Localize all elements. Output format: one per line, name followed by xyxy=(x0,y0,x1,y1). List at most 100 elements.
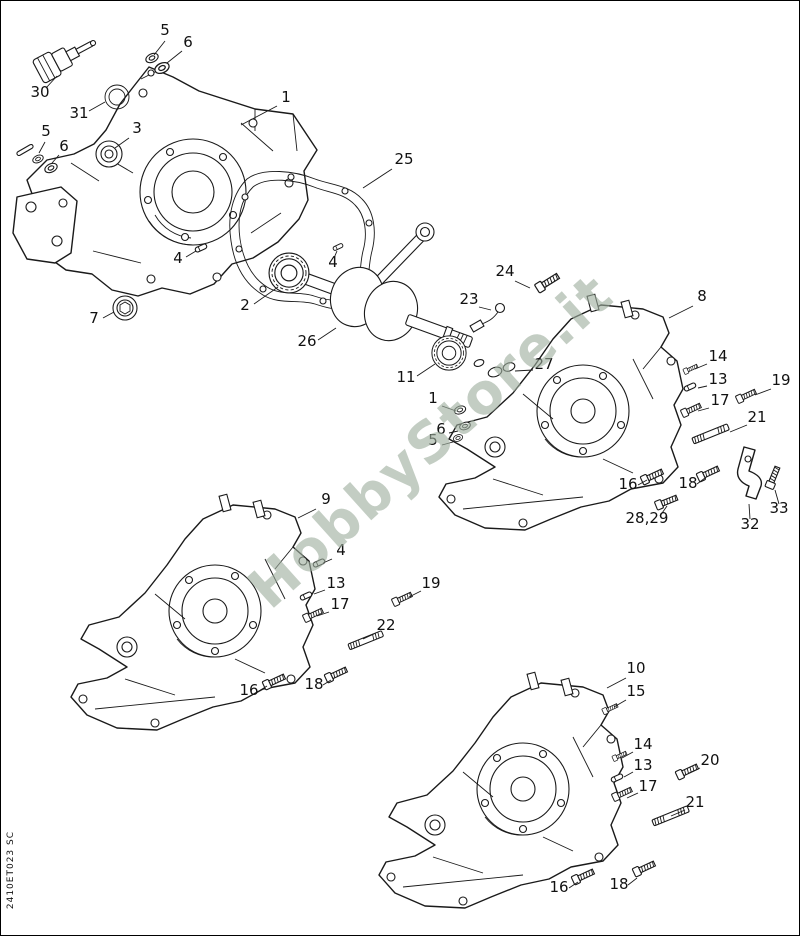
part-callout-28,29: 28,29 xyxy=(626,509,669,527)
callout-leader-24 xyxy=(514,280,531,289)
callout-leader-5 xyxy=(153,40,166,56)
screw-part-16 xyxy=(570,866,596,886)
callout-leader-33 xyxy=(774,489,780,505)
washer-part-1-group xyxy=(452,403,468,417)
crankshaft-part-26 xyxy=(300,222,473,348)
part-callout-14: 14 xyxy=(708,347,727,365)
part-callout-4: 4 xyxy=(173,249,183,267)
pin-part-13 xyxy=(682,381,698,393)
screw-part-24 xyxy=(533,271,562,294)
callout-leader-26 xyxy=(317,327,337,341)
part-callout-6: 6 xyxy=(59,137,69,155)
part-callout-9: 9 xyxy=(321,490,331,508)
ball-bearing-part-2 xyxy=(268,252,310,294)
crankcase-half-part-9 xyxy=(70,493,316,731)
callout-leader-30 xyxy=(45,75,58,89)
pin-top-left xyxy=(16,143,34,157)
part-callout-18: 18 xyxy=(304,675,323,693)
part-callout-3: 3 xyxy=(132,119,142,137)
screw-part-17 xyxy=(679,401,703,419)
callout-leader-6 xyxy=(448,430,459,434)
part-callout-11: 11 xyxy=(396,368,415,386)
callout-leader-3 xyxy=(114,137,130,149)
screw-part-19 xyxy=(734,387,758,405)
elbow-fitting-part-23 xyxy=(469,302,506,333)
part-callout-21: 21 xyxy=(747,408,766,426)
callout-leader-18 xyxy=(322,679,332,686)
callout-leader-19 xyxy=(408,590,422,598)
callout-leader-28,29 xyxy=(659,505,668,517)
callout-leader-6 xyxy=(51,154,60,164)
callout-leader-21 xyxy=(729,424,748,433)
callout-leader-13 xyxy=(697,385,708,389)
callout-leader-16 xyxy=(568,881,579,889)
part-callout-6: 6 xyxy=(436,420,446,438)
callout-leader-5 xyxy=(38,141,46,154)
part-callout-23: 23 xyxy=(459,290,478,308)
callout-leader-14 xyxy=(621,751,634,759)
part-callout-17: 17 xyxy=(638,777,657,795)
part-callout-24: 24 xyxy=(495,262,514,280)
part-callout-16: 16 xyxy=(618,475,637,493)
chain-tensioner-part-32 xyxy=(736,446,763,500)
callout-leader-15 xyxy=(613,699,627,708)
callout-leader-27 xyxy=(514,369,534,372)
part-callout-7: 7 xyxy=(89,309,99,327)
part-callout-8: 8 xyxy=(697,287,707,305)
callout-leader-18 xyxy=(696,477,706,485)
oil-seal-part-3 xyxy=(95,140,123,168)
callout-leader-16 xyxy=(258,685,268,692)
part-callout-18: 18 xyxy=(609,875,628,893)
part-callout-16: 16 xyxy=(239,681,258,699)
part-callout-26: 26 xyxy=(297,332,316,350)
callout-leader-17 xyxy=(626,792,639,799)
part-callout-20: 20 xyxy=(700,751,719,769)
screw-part-19 xyxy=(390,590,414,608)
stud-part-21 xyxy=(651,805,690,827)
part-callout-19: 19 xyxy=(421,574,440,592)
part-callout-17: 17 xyxy=(710,391,729,409)
part-callout-14: 14 xyxy=(633,735,652,753)
callout-leader-23 xyxy=(478,306,492,311)
part-callout-33: 33 xyxy=(769,499,788,517)
part-callout-1: 1 xyxy=(281,88,291,106)
part-callout-13: 13 xyxy=(633,756,652,774)
part-callout-19: 19 xyxy=(771,371,790,389)
callout-leader-19 xyxy=(754,388,772,396)
dowel-pin-part-4 xyxy=(332,242,344,252)
callout-leader-8 xyxy=(668,305,694,319)
part-callout-1: 1 xyxy=(428,389,438,407)
callout-leader-4 xyxy=(322,558,333,564)
part-callout-17: 17 xyxy=(330,595,349,613)
part-callout-13: 13 xyxy=(708,370,727,388)
part-callout-5: 5 xyxy=(428,431,438,449)
callout-leader-2 xyxy=(253,286,279,305)
callout-leader-18 xyxy=(627,877,638,886)
crankcase-half-part-1 xyxy=(12,63,318,297)
callout-leader-13 xyxy=(623,771,634,778)
part-callout-5: 5 xyxy=(160,21,170,39)
part-callout-4: 4 xyxy=(336,541,346,559)
callout-leader-22 xyxy=(362,632,377,640)
part-callout-21: 21 xyxy=(685,793,704,811)
callout-leader-32 xyxy=(748,503,751,520)
part-callout-2: 2 xyxy=(240,296,250,314)
callout-leader-17 xyxy=(316,611,330,617)
washer-part-5 xyxy=(143,50,161,66)
callout-leader-17 xyxy=(697,407,710,412)
callout-leader-9 xyxy=(297,508,317,519)
part-callout-16: 16 xyxy=(549,878,568,896)
callout-leader-13 xyxy=(313,589,326,595)
part-callout-30: 30 xyxy=(30,83,49,101)
callout-leader-1 xyxy=(240,105,278,126)
screw-part-18 xyxy=(631,858,657,878)
part-callout-25: 25 xyxy=(394,150,413,168)
callout-leader-10 xyxy=(606,677,627,689)
callout-leader-20 xyxy=(688,767,701,774)
callout-leader-4 xyxy=(185,250,197,258)
ball-bearing-part-11 xyxy=(431,335,467,371)
callout-leader-4 xyxy=(333,250,338,259)
